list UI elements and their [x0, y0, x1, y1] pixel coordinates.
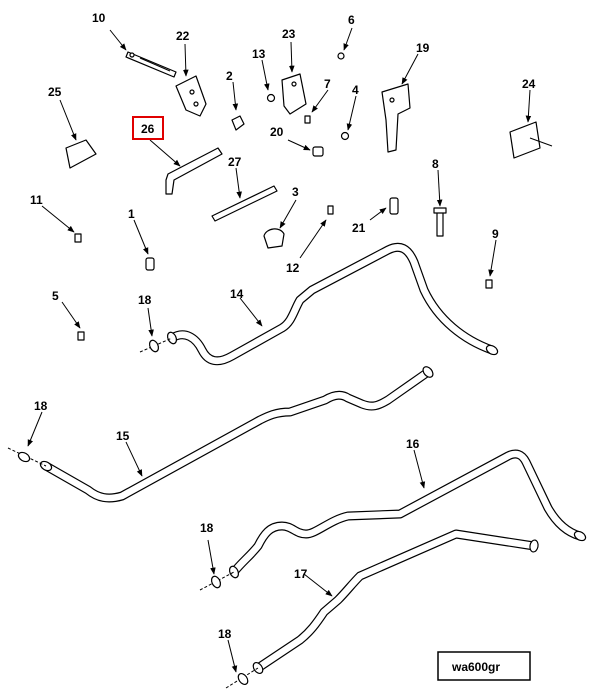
callout-26: 26 — [141, 122, 155, 136]
screw-7 — [304, 115, 311, 124]
screw-5 — [77, 331, 85, 341]
spacer-1 — [145, 257, 155, 271]
callout-19: 19 — [416, 41, 430, 55]
hose-15 — [39, 366, 434, 503]
bolt-8 — [433, 207, 447, 237]
callout-11: 11 — [30, 193, 43, 207]
spacer-21 — [389, 197, 399, 215]
callout-3: 3 — [292, 185, 299, 199]
callout-9: 9 — [492, 227, 499, 241]
clip-2 — [231, 115, 245, 131]
callout-21: 21 — [352, 221, 366, 235]
clamp-3 — [263, 228, 285, 249]
bolt-10 — [125, 51, 177, 78]
nut-4 — [340, 131, 350, 141]
bracket-19 — [381, 83, 411, 153]
callout-12: 12 — [286, 261, 300, 275]
callout-8: 8 — [432, 157, 439, 171]
hose-17 — [252, 529, 539, 675]
callout-27: 27 — [228, 155, 242, 169]
callout-6: 6 — [348, 13, 355, 27]
callout-18-c: 18 — [200, 521, 214, 535]
callout-1: 1 — [128, 207, 135, 221]
rod-27 — [211, 185, 278, 222]
rod-26 — [165, 147, 223, 195]
grommet-20 — [312, 146, 324, 157]
callout-7: 7 — [324, 77, 331, 91]
screw-12 — [327, 205, 334, 215]
bracket-23 — [281, 73, 307, 115]
hose-16 — [228, 449, 587, 579]
bracket-24 — [509, 121, 553, 159]
screw-13 — [266, 93, 276, 103]
callout-10: 10 — [92, 11, 106, 25]
callout-2: 2 — [226, 69, 233, 83]
callout-5: 5 — [52, 289, 59, 303]
reference-code-box: wa600gr — [437, 651, 531, 681]
bracket-25 — [65, 139, 97, 169]
callout-22: 22 — [176, 29, 190, 43]
bracket-22 — [175, 75, 207, 117]
o-ring-18-d — [225, 667, 259, 689]
screw-11 — [74, 233, 82, 243]
highlighted-callout-26: 26 — [132, 116, 164, 140]
callout-15: 15 — [116, 429, 130, 443]
screw-6 — [337, 52, 345, 60]
o-ring-18-c — [199, 571, 235, 591]
screw-9 — [485, 279, 493, 289]
o-ring-18-b — [7, 447, 47, 467]
callout-16: 16 — [406, 437, 420, 451]
callout-18-d: 18 — [218, 627, 232, 641]
callout-13: 13 — [252, 47, 266, 61]
hose-14 — [166, 242, 499, 366]
callout-14: 14 — [230, 287, 244, 301]
callout-18-a: 18 — [138, 293, 152, 307]
callout-25: 25 — [48, 85, 62, 99]
o-ring-18-a — [139, 337, 173, 353]
callout-20: 20 — [270, 125, 284, 139]
callout-23: 23 — [282, 27, 296, 41]
callout-24: 24 — [522, 77, 536, 91]
callout-17: 17 — [294, 567, 308, 581]
reference-code: wa600gr — [451, 660, 500, 674]
callout-18-b: 18 — [34, 399, 48, 413]
leader-lines — [27, 27, 532, 673]
callout-4: 4 — [352, 83, 359, 97]
